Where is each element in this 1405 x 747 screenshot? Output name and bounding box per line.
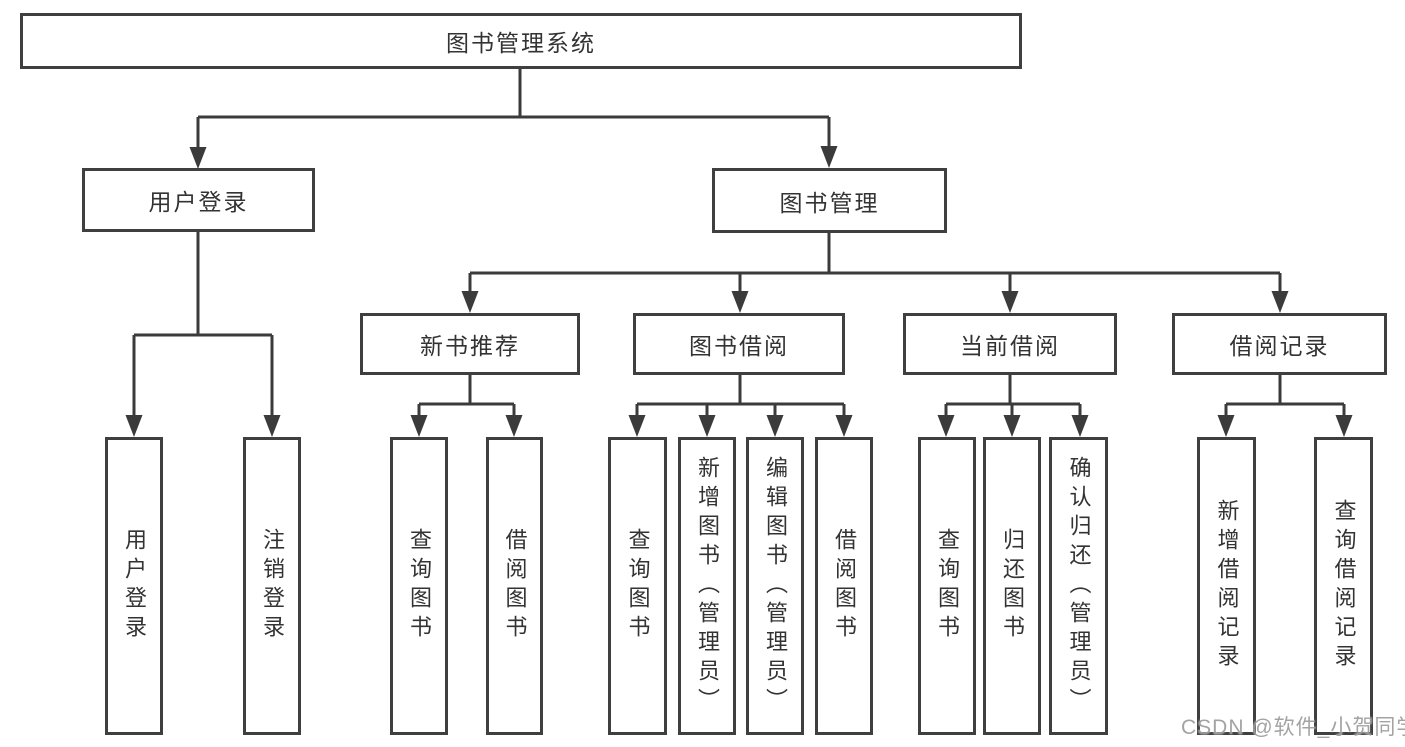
- leaf-borrow-books-borrowing: 借阅图书: [815, 437, 873, 735]
- node-book-borrowing: 图书借阅: [633, 313, 845, 375]
- node-current-borrowing: 当前借阅: [903, 313, 1117, 375]
- leaf-query-books-borrowing: 查询图书: [608, 437, 667, 735]
- arrowheads: [125, 146, 1353, 437]
- edge-borrowing-to-leaves: [635, 375, 846, 415]
- csdn-watermark: CSDN @软件_小贺同学: [1181, 716, 1405, 739]
- leaf-confirm-return-admin: 确认归还（管理员）: [1049, 437, 1108, 735]
- leaf-query-borrow-record: 查询借阅记录: [1314, 437, 1373, 735]
- edge-records-to-leaves: [1224, 375, 1346, 415]
- node-user-login: 用户登录: [82, 168, 315, 232]
- edge-root-to-level2: [196, 69, 831, 147]
- leaf-add-borrow-record: 新增借阅记录: [1197, 437, 1256, 735]
- edge-newbook-to-leaves: [417, 375, 516, 415]
- node-library-management-system: 图书管理系统: [20, 13, 1022, 69]
- node-book-management: 图书管理: [712, 168, 947, 233]
- leaf-add-books-admin: 新增图书（管理员）: [678, 437, 736, 735]
- node-borrowing-records: 借阅记录: [1172, 313, 1387, 375]
- leaf-query-books-recommend: 查询图书: [390, 437, 448, 735]
- edge-bookmgmt-to-level3: [468, 233, 1282, 291]
- leaf-logout: 注销登录: [243, 437, 301, 735]
- leaf-query-books-current: 查询图书: [918, 437, 976, 735]
- node-new-book-recommendation: 新书推荐: [360, 313, 580, 375]
- leaf-return-books: 归还图书: [983, 437, 1041, 735]
- edge-userlogin-to-leaves: [132, 232, 274, 415]
- leaf-user-login: 用户登录: [105, 437, 163, 735]
- leaf-edit-books-admin: 编辑图书（管理员）: [746, 437, 804, 735]
- leaf-borrow-books-recommend: 借阅图书: [486, 437, 543, 735]
- edge-current-to-leaves: [944, 375, 1082, 415]
